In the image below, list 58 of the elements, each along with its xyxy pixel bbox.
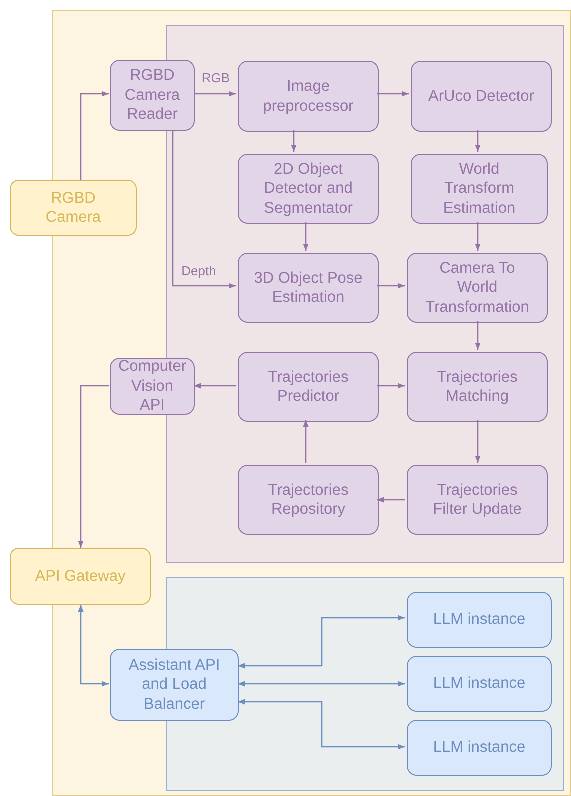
process-box	[110, 358, 195, 415]
arrow	[303, 222, 309, 251]
arrow	[475, 222, 481, 251]
arrow	[475, 321, 481, 350]
arrow	[194, 383, 236, 389]
node-label: RGBD Camera Reader	[124, 66, 182, 125]
process-box	[238, 465, 379, 535]
node-label: LLM instance	[433, 674, 526, 694]
process-box	[407, 352, 548, 422]
arrow	[475, 130, 481, 152]
process-box	[110, 649, 239, 721]
edge-label: RGB	[200, 70, 232, 86]
node-label: Assistant API and Load Balancer	[128, 656, 222, 714]
node-label: Trajectories Filter Update	[432, 480, 523, 520]
process-box	[238, 61, 379, 132]
arrow	[78, 385, 109, 548]
arrow	[194, 91, 236, 97]
edge-label: Depth	[180, 264, 218, 278]
node-label: RGBD Camera	[44, 188, 102, 228]
arrow	[475, 420, 481, 463]
process-box	[110, 60, 195, 131]
arrow	[377, 383, 405, 389]
arrow	[238, 615, 405, 669]
process-box	[411, 154, 548, 224]
process-box	[411, 61, 552, 132]
node-label: Trajectories Matching	[436, 368, 519, 406]
node-label: LLM instance	[433, 738, 526, 758]
arrow	[377, 497, 405, 503]
node-label: World Transform Estimation	[442, 160, 517, 218]
node-label: LLM instance	[433, 610, 526, 630]
process-box	[407, 720, 552, 776]
process-box	[407, 592, 552, 648]
node-label: Trajectories Repository	[267, 480, 350, 520]
arrow	[291, 130, 297, 152]
arrow	[303, 420, 309, 463]
arrow	[377, 283, 405, 289]
arrow	[238, 681, 405, 687]
node-label: Computer Vision API	[118, 357, 187, 416]
process-box	[238, 154, 379, 224]
process-box	[407, 465, 548, 535]
node-label: 3D Object Pose Estimation	[253, 268, 364, 308]
node-label: API Gateway	[35, 566, 126, 586]
node-label: 2D Object Detector and Segmentator	[263, 160, 354, 218]
process-box	[407, 253, 548, 323]
node-label: ArUco Detector	[428, 86, 534, 106]
process-box	[407, 656, 552, 712]
process-box	[10, 180, 137, 236]
process-box	[238, 352, 379, 422]
arrow	[78, 605, 109, 687]
process-box	[10, 548, 151, 605]
node-label: Trajectories Predictor	[267, 368, 350, 406]
arrow	[238, 699, 405, 750]
process-box	[238, 253, 379, 323]
arrow	[377, 91, 409, 97]
node-label: Image preprocessor	[262, 77, 355, 116]
arrow	[80, 91, 109, 180]
node-label: Camera To World Transformation	[424, 258, 530, 318]
arrow	[172, 130, 236, 289]
